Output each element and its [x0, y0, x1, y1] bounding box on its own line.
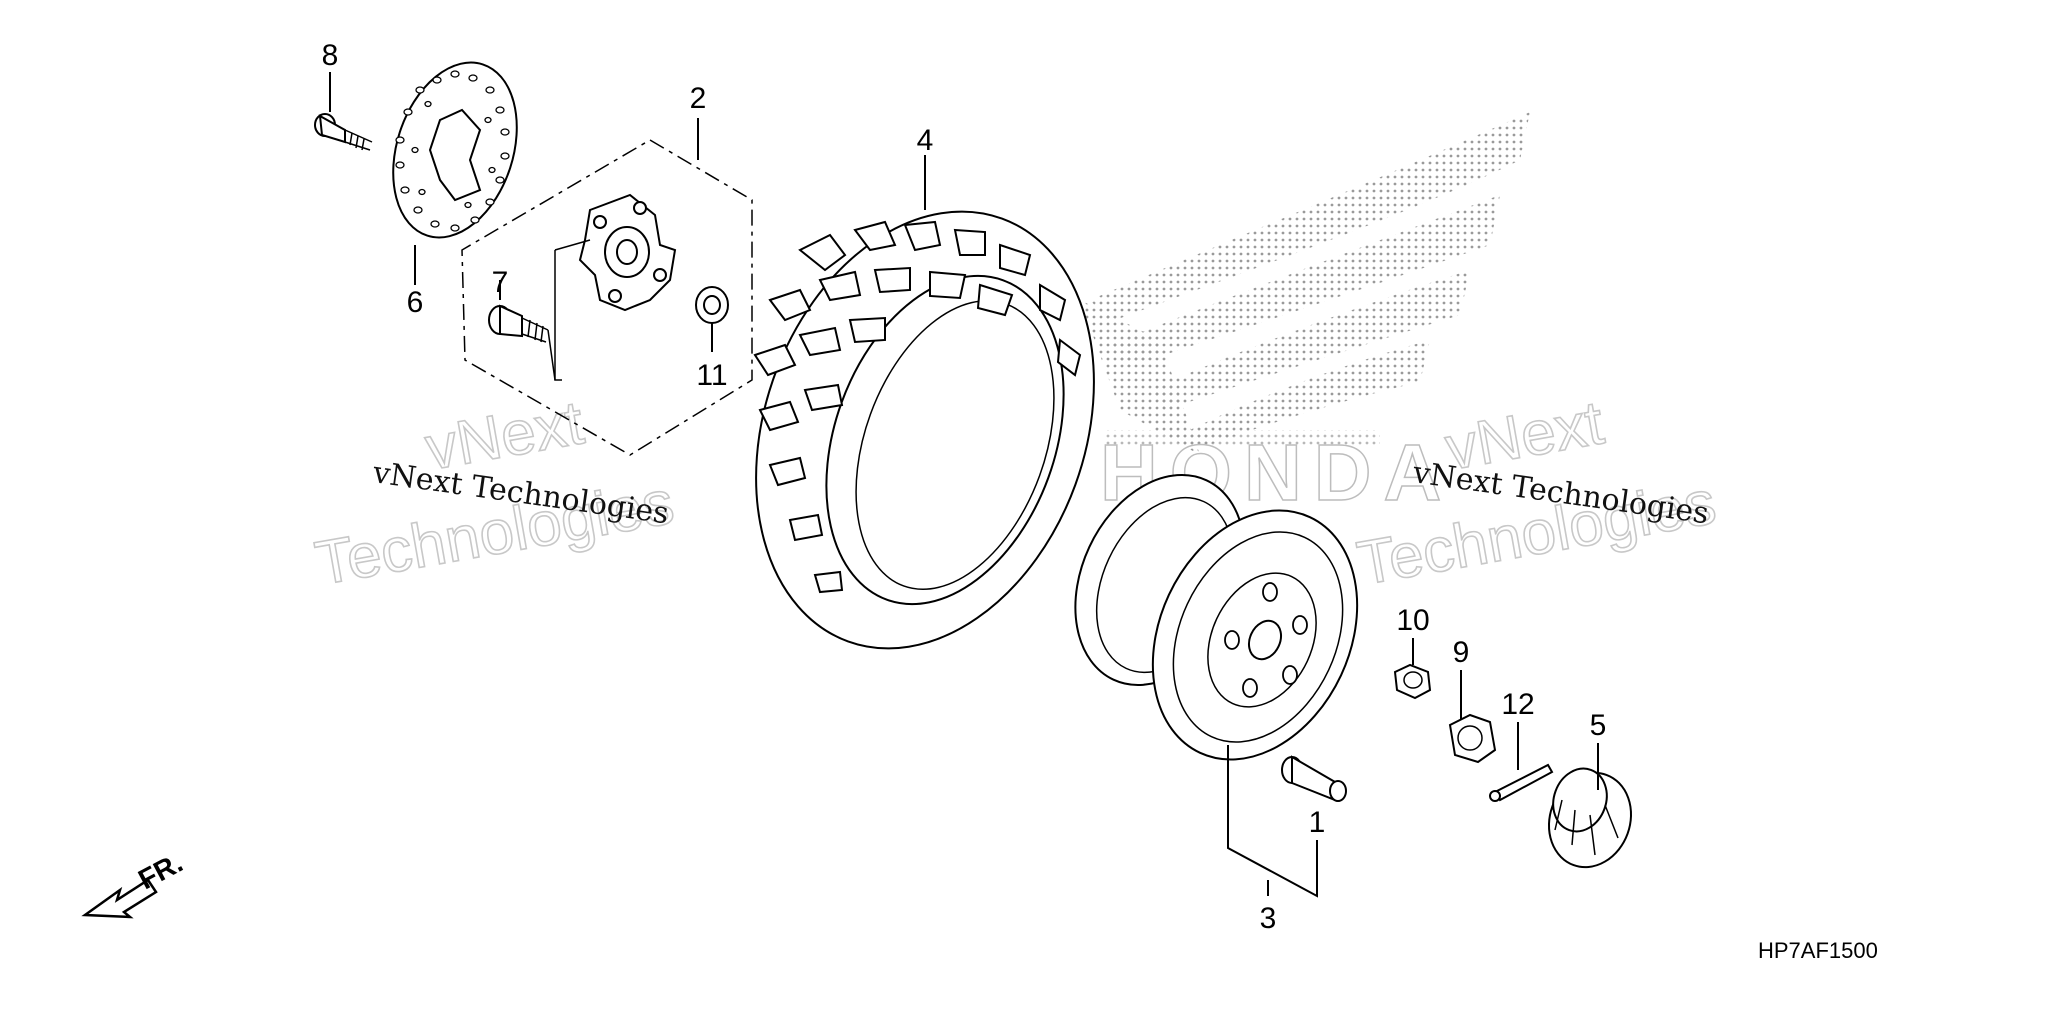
- part-rim-3: [1074, 473, 1359, 761]
- callout-8: 8: [322, 39, 339, 72]
- part-cap-5: [1547, 767, 1633, 869]
- part-castle-nut-9: [1448, 713, 1497, 764]
- callout-6: 6: [407, 286, 424, 319]
- callout-10: 10: [1396, 604, 1429, 637]
- diagram-code: HP7AF1500: [1758, 938, 1878, 963]
- part-brake-disc-6: [392, 61, 518, 239]
- callout-11: 11: [696, 359, 727, 392]
- callout-9: 9: [1453, 636, 1470, 669]
- part-bearing-11: [695, 286, 729, 324]
- callout-2: 2: [690, 82, 707, 115]
- callout-3: 3: [1260, 902, 1277, 935]
- part-cotter-pin-12: [1489, 763, 1554, 802]
- honda-wing-logo: HONDA: [1080, 112, 1530, 518]
- callout-12: 12: [1501, 688, 1534, 721]
- callouts: 8 6 2 7 11 4 1 3 10 9 12 5: [322, 39, 1607, 935]
- callout-1: 1: [1309, 806, 1326, 839]
- hub-assembly-outline: [461, 139, 753, 456]
- front-arrow-icon: [81, 878, 158, 919]
- part-bolt-8: [314, 113, 373, 151]
- part-tire-4: [753, 210, 1095, 650]
- part-hub-2: [554, 193, 677, 381]
- callout-4: 4: [917, 124, 934, 157]
- callout-7: 7: [492, 266, 509, 299]
- part-valve-1: [1281, 755, 1347, 802]
- leader-lines: [329, 72, 1599, 898]
- callout-5: 5: [1590, 709, 1607, 742]
- part-nut-10: [1393, 663, 1432, 700]
- front-direction-marker: FR.: [81, 847, 188, 919]
- part-stud-bolt-7: [488, 304, 556, 381]
- watermark-left: vNext Technologies vNext Technologies: [310, 388, 680, 600]
